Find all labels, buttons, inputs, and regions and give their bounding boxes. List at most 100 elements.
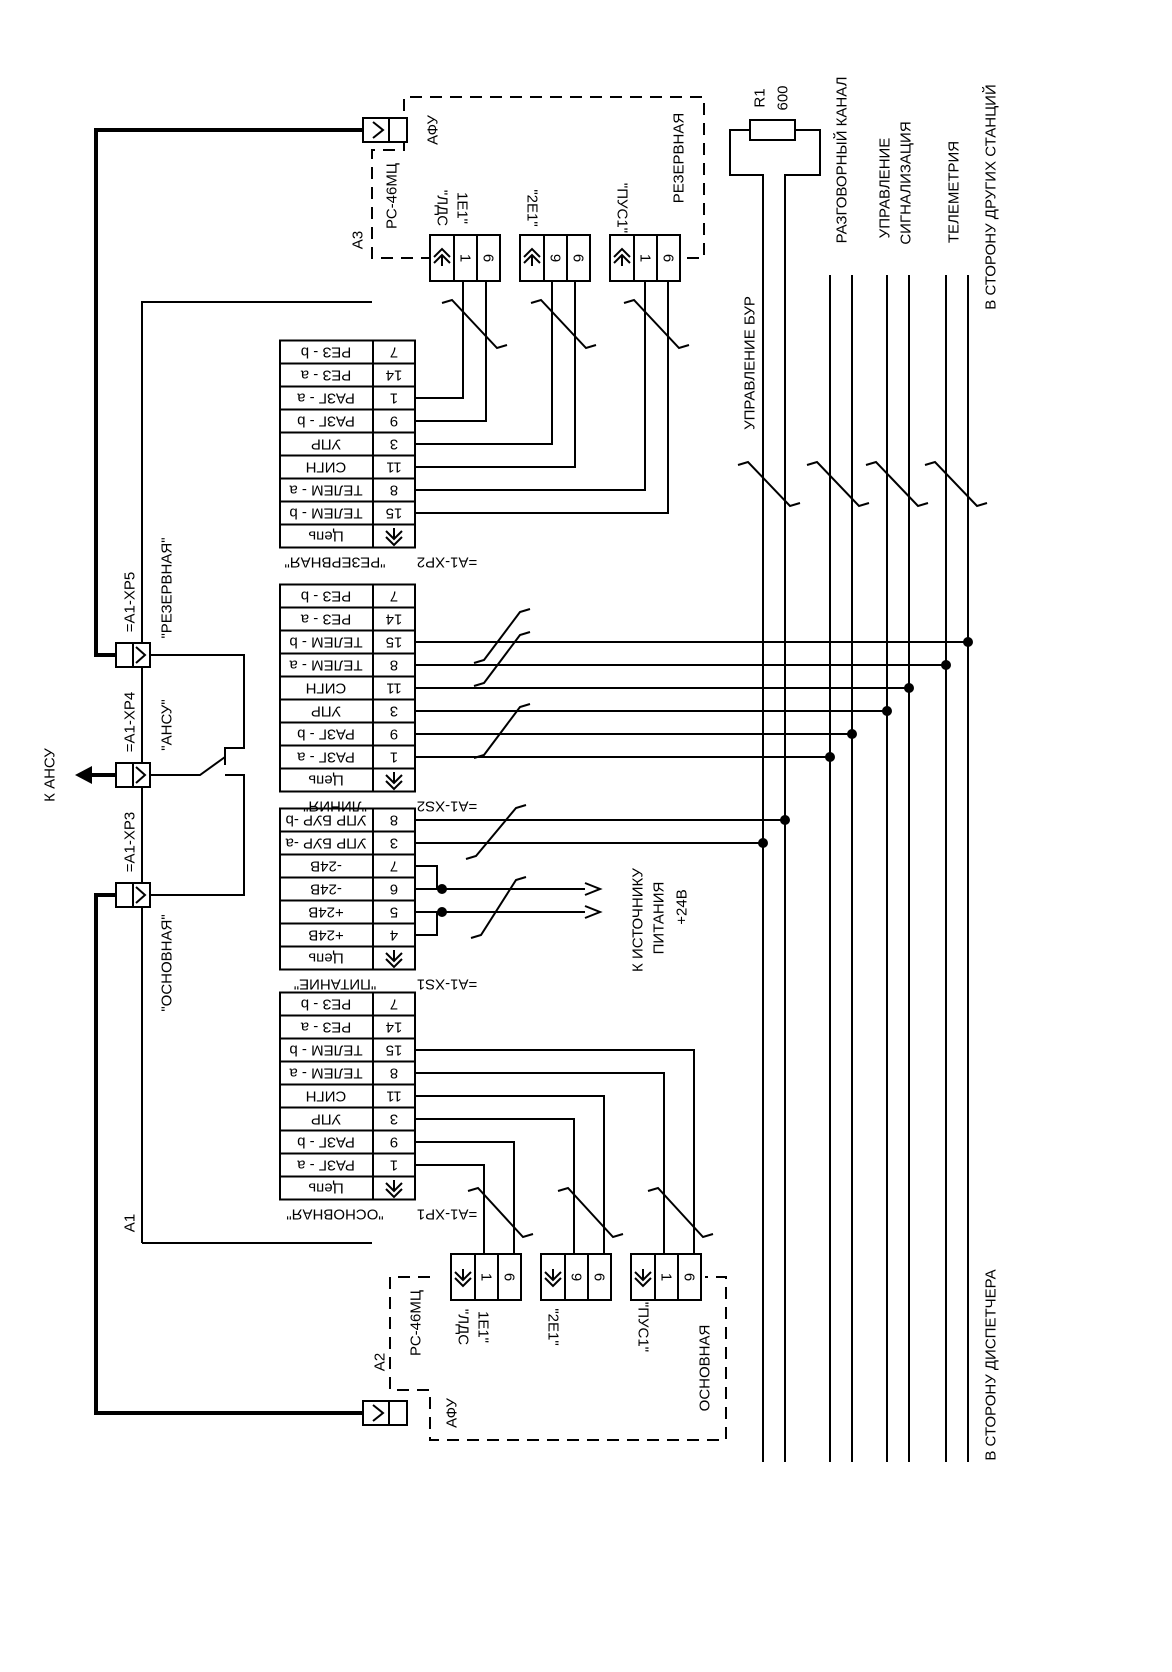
connector-row-pin: 11 — [386, 1088, 402, 1105]
feeder-main — [94, 893, 385, 1415]
xp5-label: =А1-ХР5 — [122, 572, 139, 632]
port-chevron-icon — [135, 886, 147, 904]
afu-frame — [362, 117, 408, 143]
radio-pin: 1 — [658, 1273, 675, 1281]
junction-dot — [963, 637, 973, 647]
radio-port-label: "ЛДС — [455, 1309, 472, 1345]
wire-power — [415, 865, 438, 889]
wire-reserve-station — [415, 281, 669, 514]
afu-main — [362, 1400, 408, 1426]
wire-main-station — [415, 1141, 515, 1254]
port-xp5 — [115, 642, 151, 668]
wire-main-station — [415, 1118, 575, 1254]
connector-row-pin: 14 — [386, 611, 403, 628]
connector-row-pin: 3 — [390, 1111, 398, 1128]
junction-dot — [780, 815, 790, 825]
wire-power — [415, 912, 438, 936]
connector-ref: =А1-XS2 — [417, 798, 477, 815]
radio-pin: 6 — [660, 254, 677, 262]
connector-row-name: УПР БУР -а — [285, 835, 367, 852]
connector-row-name: СИГН — [306, 459, 347, 476]
socket-chevron-icon — [634, 1277, 652, 1288]
cable-bundle-mark — [465, 804, 527, 860]
socket-chevron-icon — [454, 1277, 472, 1288]
connector-row-name: -24В — [310, 881, 342, 898]
radio-pin: 9 — [547, 254, 564, 262]
connector-row-pin: 1 — [390, 1157, 398, 1174]
socket-chevron-icon — [385, 536, 403, 547]
feeder-reserve — [94, 128, 363, 657]
a1-label: А1 — [122, 1214, 139, 1232]
radio-pin: 9 — [568, 1273, 585, 1281]
connector-row-name: РЕЗ - а — [300, 611, 351, 628]
port-chevron-icon — [135, 646, 147, 664]
connector-row-pin: 8 — [390, 657, 398, 674]
connector-title: "ЛИНИЯ" — [303, 798, 367, 815]
connector-row-name: РЕЗ - а — [300, 1019, 351, 1036]
connector-row-pin: 8 — [390, 482, 398, 499]
rs46-main-label: РС-46МЦ — [408, 1290, 425, 1356]
connector-row-name: -24В — [310, 858, 342, 875]
connector-row-name: РАЗГ - b — [297, 413, 355, 430]
connector-ref: =А1-XS1 — [417, 976, 477, 993]
socket-icon — [385, 950, 403, 969]
radio-port-label: "2Е1" — [545, 1308, 562, 1345]
connector-row-pin: 5 — [390, 904, 398, 921]
razg-kanal-label: РАЗГОВОРНЫЙ КАНАЛ — [833, 77, 851, 244]
port-xp3 — [115, 882, 151, 908]
socket-icon — [613, 247, 631, 266]
junction-dot — [941, 660, 951, 670]
switch-blade — [150, 756, 226, 776]
connector-frame — [279, 583, 416, 793]
afu-reserve — [362, 117, 408, 143]
r1-label: R1 — [752, 88, 769, 107]
connector-row-name: ТЕЛЕМ - а — [289, 657, 363, 674]
station-frame-main — [389, 1276, 727, 1441]
connector-row-pin: 7 — [390, 858, 398, 875]
connector-row-pin: 7 — [390, 588, 398, 605]
radio-port-label: "2Е1" — [524, 189, 541, 226]
connector-frame — [279, 807, 416, 971]
socket-icon — [544, 1269, 562, 1288]
upravlenie-label: УПРАВЛЕНИЕ — [877, 138, 894, 239]
wire-main-station — [415, 1049, 695, 1254]
connector-row-name: УПР — [311, 703, 341, 720]
junction-dot — [904, 683, 914, 693]
connector-row-name: РАЗГ - а — [297, 390, 355, 407]
radio-pin: 6 — [501, 1273, 518, 1281]
arrow-to-ansu-icon — [75, 766, 92, 784]
connector-row-pin: 14 — [386, 367, 403, 384]
connector-row-pin: 7 — [390, 996, 398, 1013]
signalizaciya-label: СИГНАЛИЗАЦИЯ — [898, 121, 915, 244]
connector-title: "ОСНОВНАЯ" — [286, 1206, 383, 1223]
connector-row-pin: 11 — [386, 459, 402, 476]
wire-reserve-station — [415, 281, 487, 422]
cable-bundle-mark — [623, 298, 690, 350]
socket-chevron-icon — [544, 1277, 562, 1288]
a2-label: А2 — [372, 1353, 389, 1371]
switch-wire — [150, 774, 245, 896]
socket-chevron-icon — [385, 1188, 403, 1199]
connector-head-label: Цепь — [308, 1180, 344, 1197]
telemetriya-label: ТЕЛЕМЕТРИЯ — [946, 141, 963, 243]
wire-reserve-station — [415, 281, 464, 399]
cable-bundle-mark — [865, 460, 929, 508]
connector-row-name: РАЗГ - b — [297, 1134, 355, 1151]
radio-pin: 6 — [681, 1273, 698, 1281]
connector-row-name: РЕЗ - b — [301, 588, 351, 605]
upr-bur-label: УПРАВЛЕНИЕ БУР — [742, 296, 759, 430]
connector-row-name: +24В — [308, 904, 343, 921]
afu-chevron-icon — [372, 1404, 385, 1422]
port-chevron-icon — [135, 766, 147, 784]
connector-ref: =А1-ХР1 — [417, 1206, 477, 1223]
socket-icon — [385, 528, 403, 547]
cable-bundle-mark — [647, 1186, 714, 1239]
r1-value: 600 — [775, 85, 792, 110]
station-frame-reserve — [371, 96, 705, 259]
wire-resistor — [784, 129, 821, 275]
k-ansu-label: К АНСУ — [42, 748, 59, 802]
